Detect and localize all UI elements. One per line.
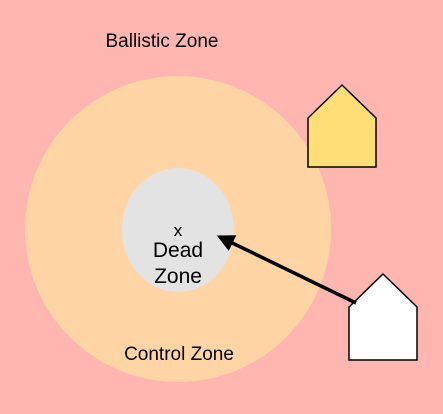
control-zone-label: Control Zone	[124, 344, 234, 365]
dead-zone	[122, 168, 234, 292]
dead-zone-label-line2: Zone	[154, 265, 202, 288]
arrow-to-center	[216, 235, 357, 305]
center-marker: x	[174, 221, 183, 240]
yellow-house-icon	[307, 83, 377, 168]
dead-zone-label-line1: Dead	[153, 239, 203, 262]
ballistic-zone-label: Ballistic Zone	[106, 31, 219, 52]
white-house-icon	[348, 272, 418, 361]
